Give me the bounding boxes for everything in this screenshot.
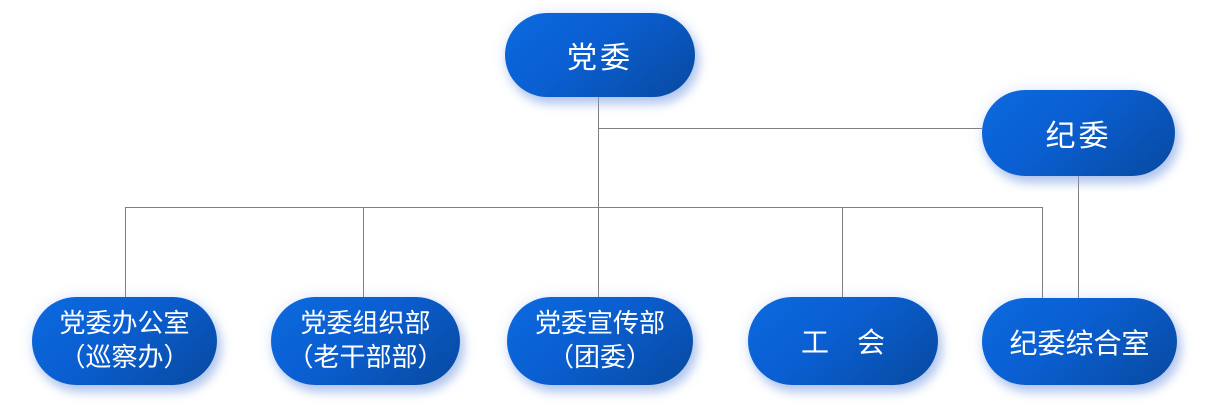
- connector-drop-zuzhibu: [363, 207, 364, 297]
- connector-drop-gonghui: [842, 207, 843, 297]
- node-label: 党委: [567, 41, 633, 76]
- node-label: 纪委: [1045, 119, 1112, 154]
- node-label-line1: 党委宣传部: [534, 309, 665, 339]
- connector-branch-horizontal: [125, 207, 1043, 208]
- node-label-line2: （巡察办）: [59, 343, 190, 373]
- connector-dangwei-vertical: [598, 97, 599, 297]
- node-discipline-general-office: 纪委综合室: [982, 298, 1177, 385]
- node-discipline-committee: 纪委: [982, 90, 1175, 176]
- connector-drop-jiweizonghe: [1042, 207, 1043, 298]
- node-label: 工 会: [800, 326, 885, 359]
- node-party-committee: 党委: [505, 13, 695, 97]
- connector-jiwei-to-jiweizonghe: [1078, 176, 1079, 298]
- node-trade-union: 工 会: [748, 297, 938, 385]
- connector-dangwei-to-jiwei: [598, 128, 982, 129]
- node-label-line1: 党委办公室: [59, 309, 190, 339]
- node-party-office: 党委办公室 （巡察办）: [32, 297, 217, 385]
- node-label-line1: 党委组织部: [300, 309, 431, 339]
- node-label: 纪委综合室: [1009, 326, 1150, 360]
- node-propaganda-dept: 党委宣传部 （团委）: [507, 297, 693, 385]
- node-label-line2: （老干部部）: [287, 343, 444, 373]
- node-label-line2: （团委）: [547, 343, 652, 373]
- connector-drop-bangongshi: [125, 207, 126, 297]
- node-organization-dept: 党委组织部 （老干部部）: [271, 297, 460, 385]
